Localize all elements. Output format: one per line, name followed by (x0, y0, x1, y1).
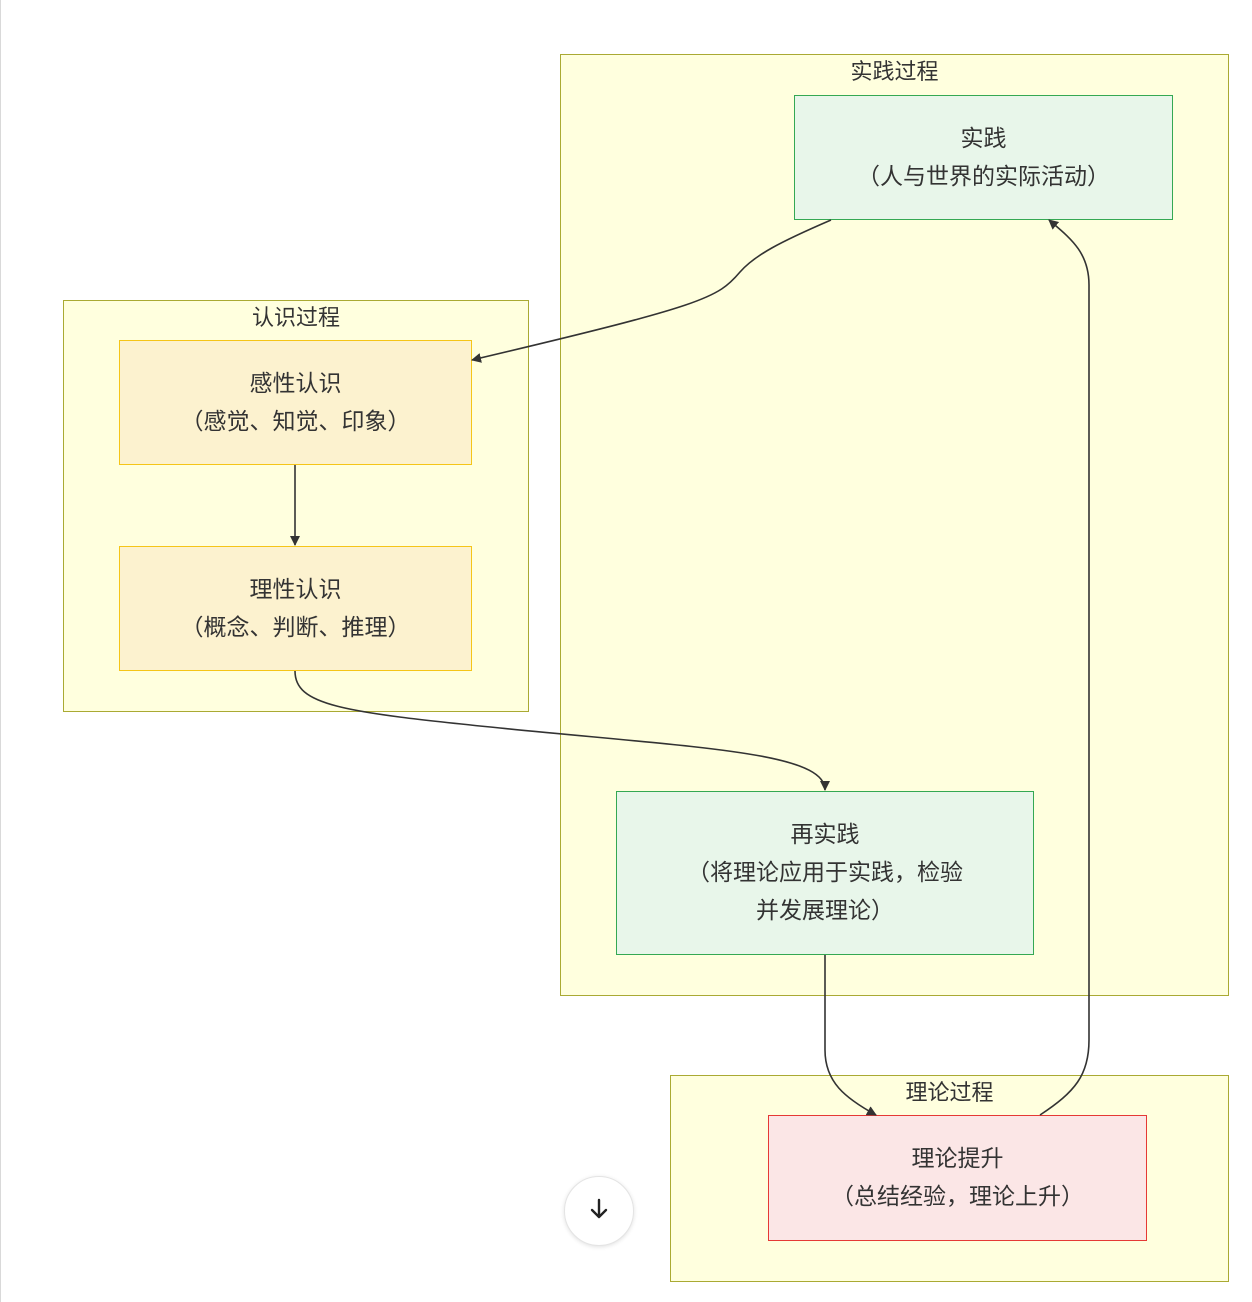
node-description: （总结经验，理论上升） (831, 1184, 1084, 1210)
node-theory-elevation[interactable]: 理论提升 （总结经验，理论上升） (768, 1115, 1147, 1241)
node-title: 感性认识 (249, 370, 342, 397)
node-practice[interactable]: 实践 （人与世界的实际活动） (794, 95, 1173, 220)
node-title: 理论提升 (911, 1146, 1004, 1172)
node-description: （感觉、知觉、印象） (180, 408, 411, 435)
page-left-border (0, 0, 1, 1302)
node-description: （将理论应用于实践，检验 (687, 860, 963, 886)
node-title: 实践 (960, 125, 1007, 152)
cluster-title: 实践过程 (850, 60, 939, 85)
node-title: 再实践 (790, 822, 860, 848)
node-perceptual-cognition[interactable]: 感性认识 （感觉、知觉、印象） (119, 340, 472, 465)
node-description: （人与世界的实际活动） (857, 163, 1110, 190)
cluster-title: 理论过程 (905, 1081, 994, 1106)
cluster-title: 认识过程 (251, 306, 340, 331)
node-rational-cognition[interactable]: 理性认识 （概念、判断、推理） (119, 546, 472, 671)
arrow-down-icon (586, 1196, 612, 1226)
node-description-cont: 并发展理论） (756, 898, 894, 924)
node-description: （概念、判断、推理） (180, 614, 411, 641)
scroll-down-button[interactable] (564, 1176, 634, 1246)
node-repractice[interactable]: 再实践 （将理论应用于实践，检验 并发展理论） (616, 791, 1034, 955)
node-title: 理性认识 (249, 576, 342, 603)
